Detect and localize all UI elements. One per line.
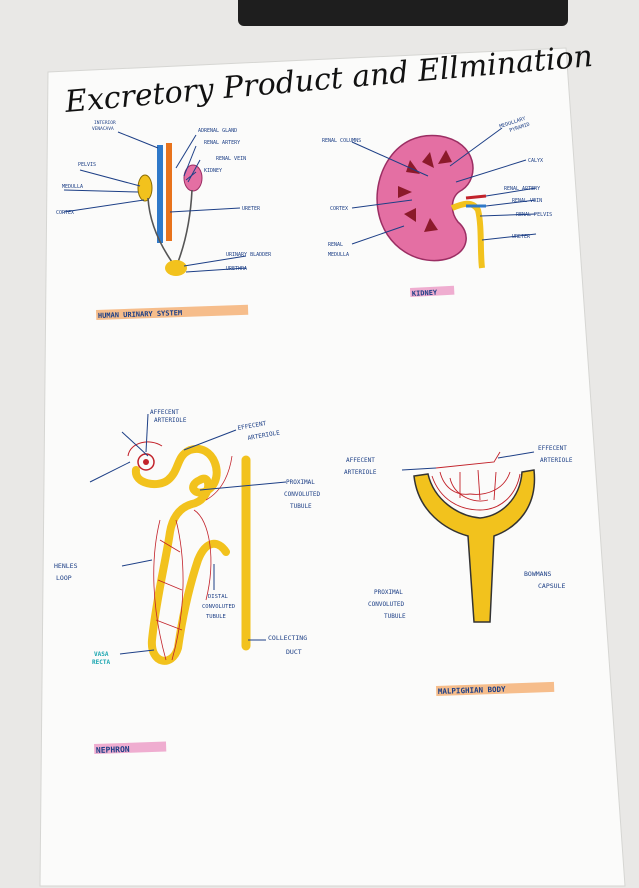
label-medulla: MEDULLA [62,184,83,190]
label-renal-columns: RENAL COLUMNS [322,138,361,144]
label-proximal-tubule-3: TUBULE [290,503,312,510]
label-distal-tubule-3: TUBULE [206,614,226,620]
label-afferent-arteriole-2: ARTERIOLE [154,417,187,424]
aorta [166,143,172,241]
label-pelvis: PELVIS [78,162,96,168]
label-collecting-duct-2: DUCT [286,648,302,656]
label-urinary-bladder: URINARY BLADDER [226,252,272,258]
label-efferent-arteriole-m: EFFECENT [538,445,567,452]
label-efferent-arteriole-m-2: ARTERIOLE [540,457,573,464]
label-urethra: URETHRA [226,266,247,272]
label-ureter: URETER [242,206,261,212]
label-vasa-recta-2: RECTA [92,659,110,666]
label-renal-vein: RENAL VEIN [216,156,246,162]
label-collecting-duct: COLLECTING [268,634,307,642]
label-renal-vein-k: RENAL VEIN [512,198,542,204]
label-vasa-recta: VASA [94,651,109,658]
left-kidney [138,175,152,201]
label-henles-loop: HENLES [54,562,78,570]
caption-kidney: KIDNEY [412,289,438,298]
label-henles-loop-2: LOOP [56,574,72,582]
label-ureter-k: URETER [512,234,531,240]
label-proximal-tubule-m-2: CONVOLUTED [368,601,405,608]
vena-cava [157,145,163,243]
label-bowmans-capsule-2: CAPSULE [538,582,565,590]
label-proximal-tubule-m-3: TUBULE [384,613,406,620]
label-inferior-vena: INTERIOR [94,120,116,126]
label-cortex-k: CORTEX [330,206,348,212]
label-renal-medulla-2: MEDULLA [328,252,349,258]
label-distal-tubule: DISTAL [208,594,229,600]
label-kidney: KIDNEY [204,168,222,174]
label-bowmans-capsule: BOWMANS [524,570,551,578]
label-afferent-arteriole: AFFECENT [150,409,179,416]
caption-nephron: NEPHRON [96,745,130,755]
label-renal-pelvis: RENAL PELVIS [516,212,552,218]
paper-sheet [40,48,625,886]
label-calyx: CALYX [528,158,543,164]
label-proximal-tubule-m: PROXIMAL [374,589,403,596]
urinary-bladder [165,260,187,276]
label-inferior-vena-2: VENACAVA [92,126,114,132]
label-renal-artery-k: RENAL ARTERY [504,186,540,192]
label-cortex: CORTEX [56,210,74,216]
label-proximal-tubule-2: CONVOLUTED [284,491,321,498]
label-adrenal-gland: ADRENAL GLAND [198,128,237,134]
label-afferent-arteriole-m-2: ARTERIOLE [344,469,377,476]
label-renal-artery: RENAL ARTERY [204,140,240,146]
label-distal-tubule-2: CONVOLUTED [202,604,235,610]
label-afferent-arteriole-m: AFFECENT [346,457,375,464]
label-proximal-tubule: PROXIMAL [286,479,315,486]
label-renal-medulla: RENAL [328,242,343,248]
